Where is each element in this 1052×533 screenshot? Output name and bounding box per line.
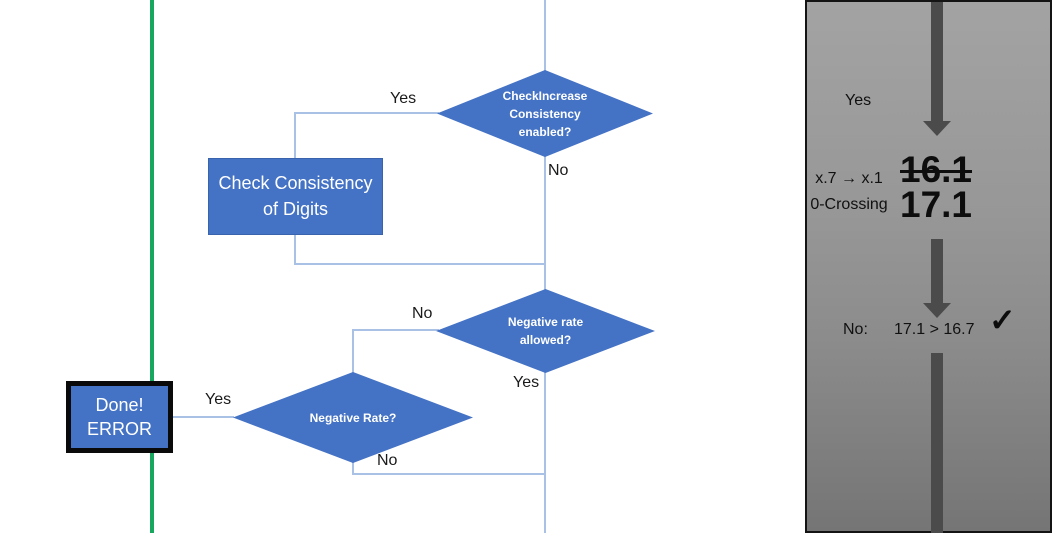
down-arrow-bottom-shaft bbox=[931, 353, 943, 533]
down-arrow-top-shaft bbox=[931, 2, 943, 121]
connector-merge-horizontal bbox=[294, 263, 546, 265]
decision-negative-rate: Negative Rate? bbox=[233, 372, 473, 463]
green-divider-line bbox=[150, 0, 154, 533]
down-arrow-middle-shaft bbox=[931, 239, 943, 303]
decision-text-line: Negative rate bbox=[507, 315, 584, 329]
decision-text-line: Consistency bbox=[509, 106, 581, 121]
down-arrow-middle-head-icon bbox=[923, 303, 951, 318]
down-arrow-top-head-icon bbox=[923, 121, 951, 136]
old-value-strikethrough: 16.1 bbox=[900, 149, 973, 190]
result-comparison-text: 17.1 > 16.7 bbox=[894, 321, 975, 338]
annotation-panel: Yes x.7 → x.1 0-Crossing 16.1 17.1 No: 1… bbox=[805, 0, 1052, 533]
connector-bottom-no-vertical bbox=[352, 462, 354, 475]
branch-label-yes-bottom: Yes bbox=[205, 391, 232, 408]
decision-negative-rate-allowed: Negative rate allowed? bbox=[436, 289, 655, 373]
decision-text-line: enabled? bbox=[518, 124, 572, 139]
connector-yes-branch-horizontal bbox=[294, 112, 439, 114]
decision-text-line: allowed? bbox=[519, 333, 572, 347]
process-text-line: of Digits bbox=[262, 198, 329, 219]
branch-label-no-middle: No bbox=[412, 305, 433, 322]
connector-no-branch-horizontal bbox=[352, 329, 439, 331]
connector-bottom-no-horizontal bbox=[352, 473, 546, 475]
decision-check-increase-consistency: CheckIncrease Consistency enabled? bbox=[437, 70, 653, 157]
rule-annotation: x.7 → x.1 0-Crossing bbox=[808, 166, 890, 218]
new-value: 17.1 bbox=[900, 184, 973, 225]
decision-text-line: Negative Rate? bbox=[309, 410, 397, 425]
terminal-text-line: Done! bbox=[95, 394, 144, 415]
branch-label-yes-middle: Yes bbox=[513, 374, 540, 391]
process-text-line: Check Consistency bbox=[218, 173, 373, 194]
terminal-text-line: ERROR bbox=[86, 419, 152, 439]
branch-label-no-bottom: No bbox=[377, 452, 398, 469]
branch-label-yes-top: Yes bbox=[390, 90, 417, 107]
branch-label-no-top: No bbox=[548, 162, 569, 179]
rule-transition-text: x.7 → x.1 bbox=[815, 170, 883, 187]
rule-crossing-text: 0-Crossing bbox=[810, 196, 888, 213]
process-check-consistency-of-digits: Check Consistency of Digits bbox=[208, 158, 383, 235]
value-comparison-numbers: 16.1 17.1 bbox=[900, 149, 973, 225]
connector-main-vertical bbox=[544, 0, 546, 533]
decision-text-line: CheckIncrease bbox=[502, 88, 588, 103]
terminal-done-error: Done! ERROR bbox=[66, 381, 173, 453]
panel-yes-label: Yes bbox=[845, 92, 872, 109]
checkmark-icon: ✓ bbox=[989, 302, 1016, 338]
result-no-label: No: bbox=[843, 321, 868, 338]
connector-no-branch-vertical bbox=[352, 329, 354, 373]
connector-done-horizontal bbox=[171, 416, 234, 418]
